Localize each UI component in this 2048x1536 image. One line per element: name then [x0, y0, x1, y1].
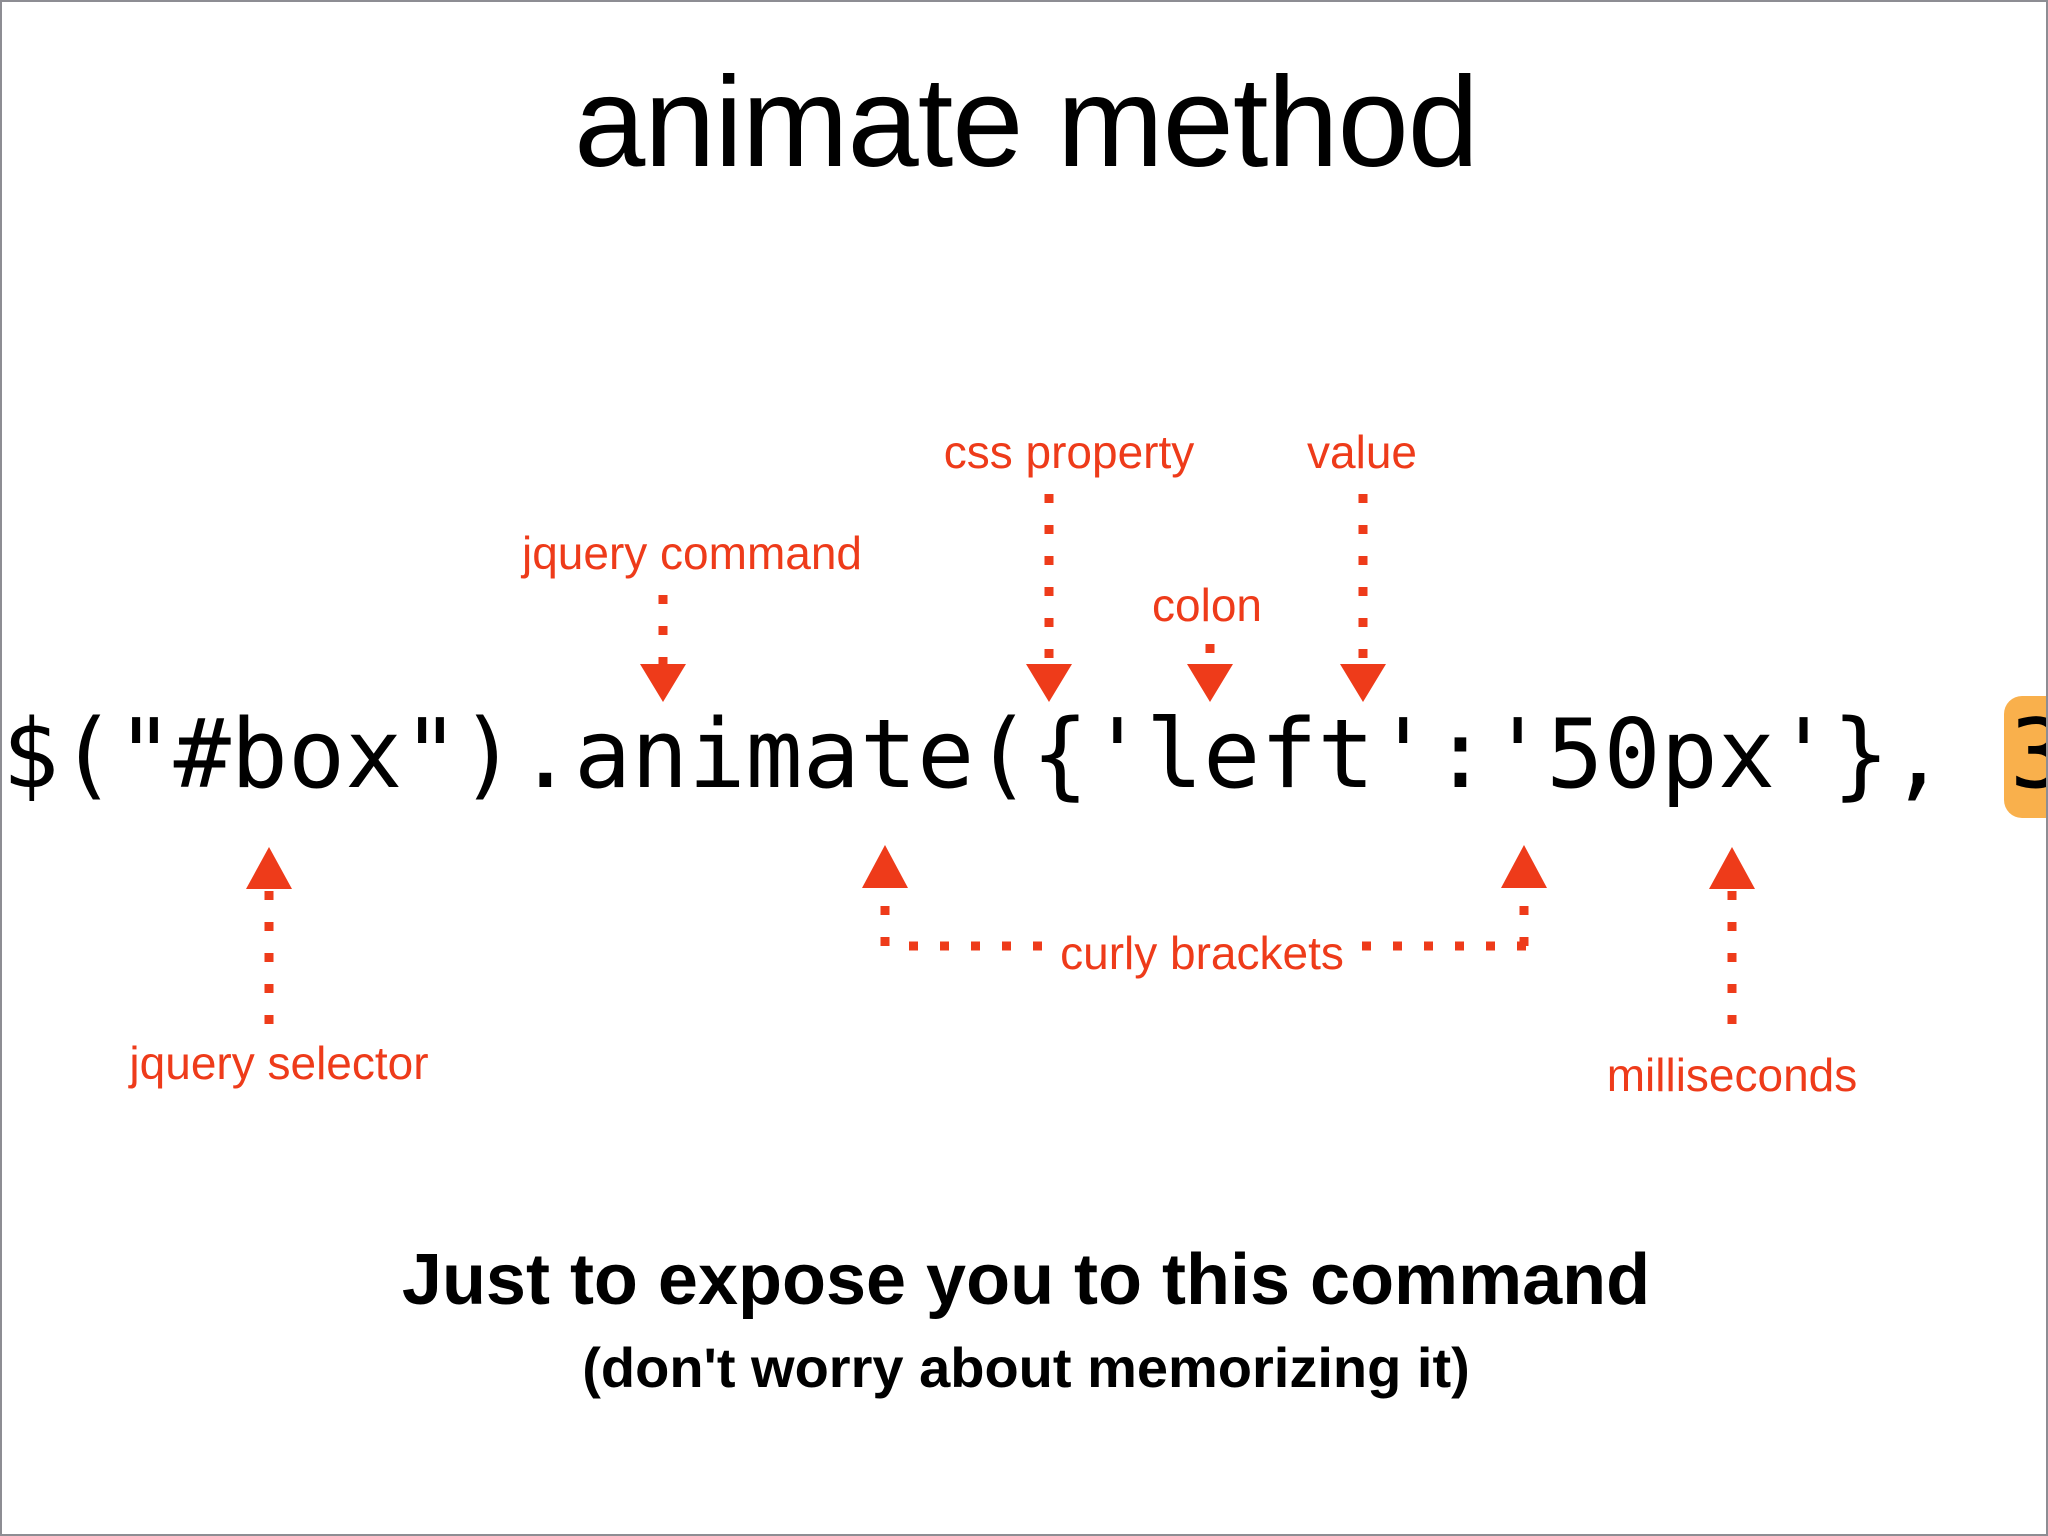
- page-title: animate method: [574, 51, 1479, 194]
- annotation-label-curly-brackets: curly brackets: [1060, 927, 1344, 979]
- caption-sub: (don't worry about memorizing it): [582, 1336, 1470, 1399]
- arrow-jquery-command: [640, 595, 686, 702]
- arrow-colon: [1187, 644, 1233, 702]
- annotation-label-jquery-selector: jquery selector: [129, 1037, 429, 1089]
- arrow-jquery-selector: [246, 847, 292, 1024]
- code-highlight-duration: 3000: [2003, 696, 2046, 818]
- annotation-label-value: value: [1307, 426, 1417, 478]
- arrow-curly-brackets-right: [1362, 845, 1547, 951]
- code-prefix: $("#box").animate({'left':'50px'},: [2, 700, 2004, 810]
- annotation-label-css-property: css property: [943, 426, 1195, 478]
- annotation-label-milliseconds: milliseconds: [1606, 1049, 1858, 1101]
- code-snippet: $("#box").animate({'left':'50px'}, 3000)…: [2, 696, 2046, 818]
- arrow-curly-brackets-left: [862, 845, 1042, 951]
- caption-main: Just to expose you to this command: [401, 1240, 1651, 1320]
- arrow-milliseconds: [1709, 847, 1755, 1024]
- arrow-css-property: [1026, 494, 1072, 702]
- annotation-label-jquery-command: jquery command: [521, 527, 863, 579]
- arrow-value: [1340, 494, 1386, 702]
- annotation-label-colon: colon: [1152, 579, 1262, 631]
